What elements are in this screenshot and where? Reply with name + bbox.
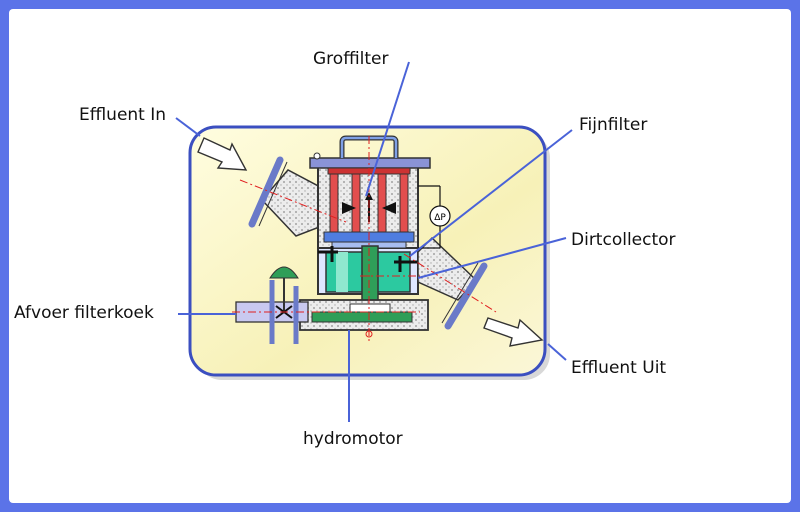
effluent-uit-arrow [483,317,544,347]
label-effluent-uit: Effluent Uit [571,358,666,378]
dirt-outlet-arms [318,246,420,272]
leader-dirtcollector [417,237,567,279]
delta-p-label: ΔP [434,213,446,223]
leader-effluent-in [175,117,201,137]
label-effluent-in: Effluent In [79,105,166,125]
delta-p-gauge: ΔP [418,185,451,249]
discharge-channel [299,299,429,331]
leader-fijnfilter [409,129,573,257]
label-groffilter: Groffilter [313,49,388,69]
label-fijnfilter: Fijnfilter [579,115,647,135]
label-dirtcollector: Dirtcollector [571,230,676,250]
center-lines [232,136,497,344]
inlet-pipe [248,156,323,237]
outlet-flange [444,262,488,330]
label-hydromotor: hydromotor [303,429,403,449]
leader-lines [175,61,573,422]
leader-groffilter [365,61,410,197]
leader-effluent-uit [547,343,567,361]
inlet-flange [248,156,284,228]
effluent-in-arrow [197,137,248,171]
label-afvoer-filterkoek: Afvoer filterkoek [14,303,154,323]
